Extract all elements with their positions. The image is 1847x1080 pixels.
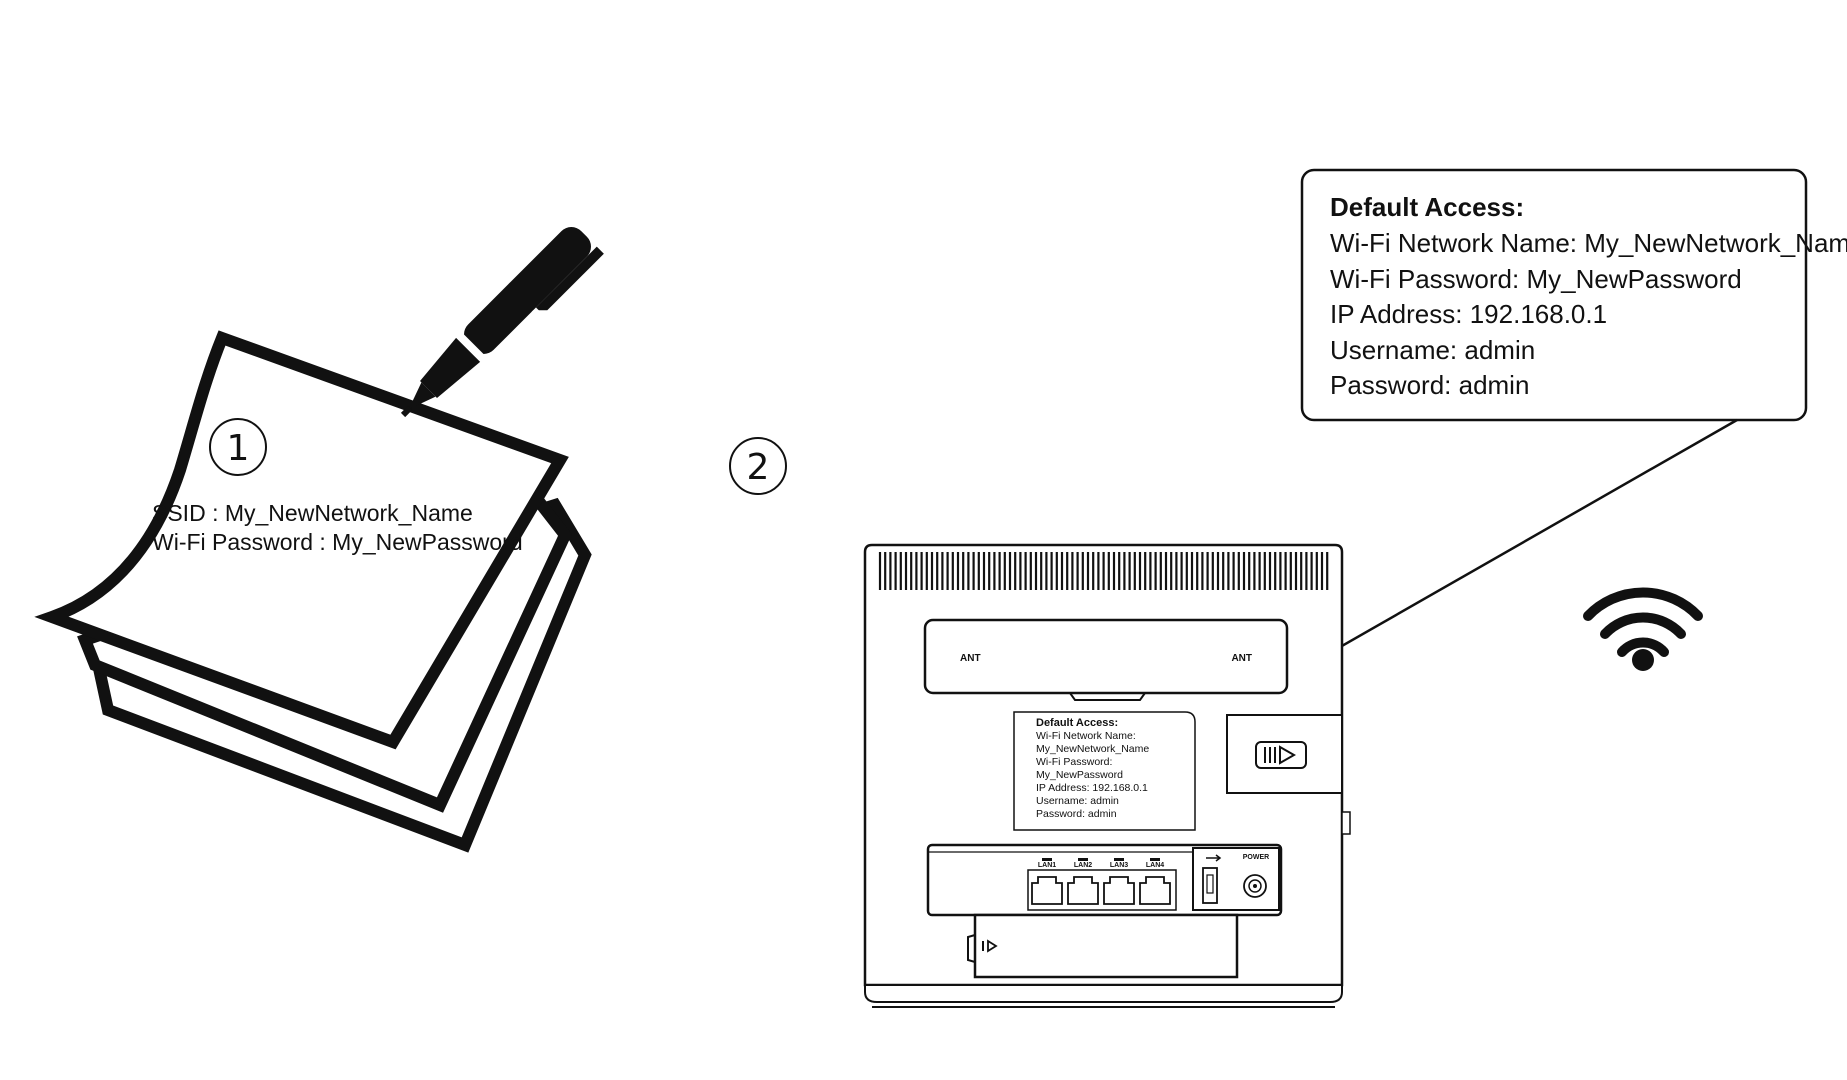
usb-icon — [1206, 854, 1222, 862]
router-label-line-7: Password: admin — [1036, 808, 1117, 820]
lan-port-label: LAN4 — [1146, 862, 1164, 869]
callout-password: Password: admin — [1330, 370, 1529, 400]
step-2-number: 2 — [747, 447, 770, 488]
callout-title: Default Access: — [1330, 192, 1524, 222]
lan-port — [1139, 876, 1171, 905]
callout-username: Username: admin — [1330, 335, 1535, 365]
notepad-icon — [34, 330, 592, 853]
antenna-right-label: ANT — [1231, 653, 1252, 664]
pen-icon — [400, 227, 604, 418]
router-label-line-3: Wi-Fi Password: — [1036, 756, 1112, 768]
callout-ip-address: IP Address: 192.168.0.1 — [1330, 299, 1607, 329]
callout-network-name: Wi-Fi Network Name: My_NewNetwork_Name — [1330, 228, 1847, 258]
lan-port — [1103, 876, 1135, 905]
wifi-icon — [1583, 587, 1703, 671]
router-label-title: Default Access: — [1036, 717, 1118, 729]
lan-port — [1067, 876, 1099, 905]
router-label-line-2: My_NewNetwork_Name — [1036, 743, 1149, 755]
callout-wifi-password: Wi-Fi Password: My_NewPassword — [1330, 264, 1742, 294]
step-2-marker: 2 — [729, 437, 787, 495]
lan-port-led — [1114, 858, 1124, 861]
note-text: SSID : My_NewNetwork_Name Wi-Fi Password… — [152, 500, 523, 555]
step-1-marker: 1 — [209, 418, 267, 476]
lan-port — [1031, 876, 1063, 905]
lan-port-led — [1042, 858, 1052, 861]
lan-port-label: LAN2 — [1074, 862, 1092, 869]
vent-grille — [878, 552, 1329, 590]
router-label-line-1: Wi-Fi Network Name: — [1036, 730, 1136, 742]
step-1-number: 1 — [227, 428, 250, 469]
router-label-line-4: My_NewPassword — [1036, 769, 1123, 781]
router-icon: ANT ANT Default Access: Wi-Fi Network Na… — [863, 543, 1351, 1008]
lan-port-label: LAN1 — [1038, 862, 1056, 869]
lan-port-led — [1150, 858, 1160, 861]
note-ssid-line: SSID : My_NewNetwork_Name — [152, 500, 473, 526]
lan-port-group: LAN1 LAN2 LAN3 LAN4 — [1031, 858, 1171, 905]
router-label-line-6: Username: admin — [1036, 795, 1119, 807]
power-label: POWER — [1243, 854, 1269, 861]
note-password-line: Wi-Fi Password : My_NewPassword — [152, 529, 523, 555]
router-label-line-5: IP Address: 192.168.0.1 — [1036, 782, 1148, 794]
lan-port-led — [1078, 858, 1088, 861]
router-label: Default Access: Wi-Fi Network Name: My_N… — [1036, 717, 1149, 820]
lan-port-label: LAN3 — [1110, 862, 1128, 869]
antenna-left-label: ANT — [960, 653, 981, 664]
callout-box: Default Access: Wi-Fi Network Name: My_N… — [1300, 168, 1847, 422]
